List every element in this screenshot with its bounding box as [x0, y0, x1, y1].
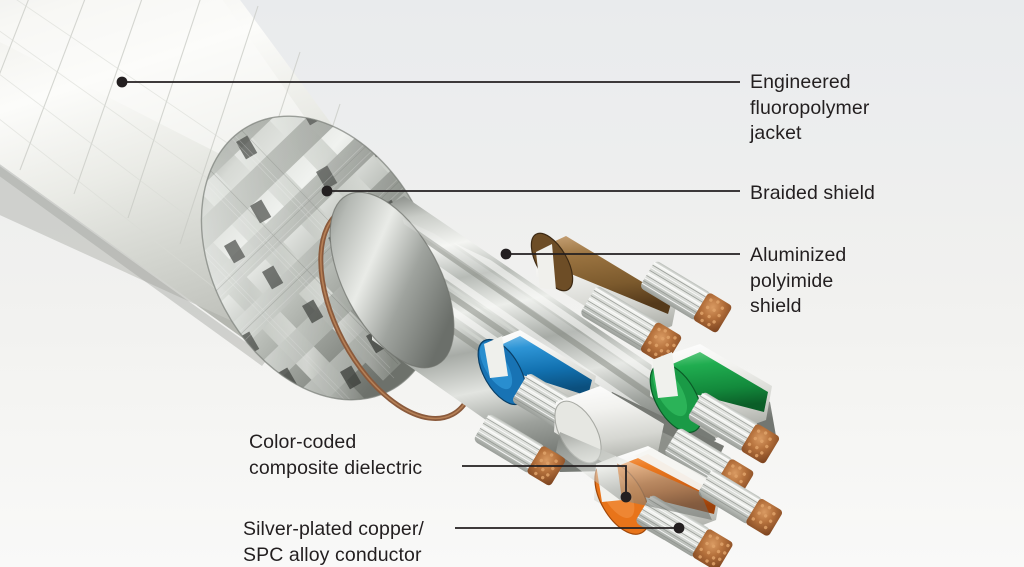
conductor-green-pair: [649, 344, 780, 498]
callout-label-conductor: Silver-plated copper/ SPC alloy conducto…: [243, 518, 424, 566]
callout-label-braid: Braided shield: [750, 182, 875, 204]
callout-label-foil: Aluminized polyimide shield: [750, 244, 847, 317]
leader-dot-dielectric: [620, 491, 632, 503]
conductor-brown-pair: [530, 232, 732, 365]
leader-dot-braid: [321, 185, 333, 197]
leader-dot-foil: [500, 248, 512, 260]
foil-flap-front: [556, 432, 712, 520]
leader-dot-jacket: [116, 76, 128, 88]
callout-leader-lines: [122, 81, 740, 529]
leader-dot-conductor: [673, 522, 685, 534]
callout-label-jacket: Engineered fluoropolymer jacket: [750, 71, 870, 144]
callout-leader-dots: [116, 76, 685, 534]
leader-line-dielectric: [462, 465, 627, 497]
callout-label-dielectric: Color-coded composite dielectric: [249, 431, 423, 479]
